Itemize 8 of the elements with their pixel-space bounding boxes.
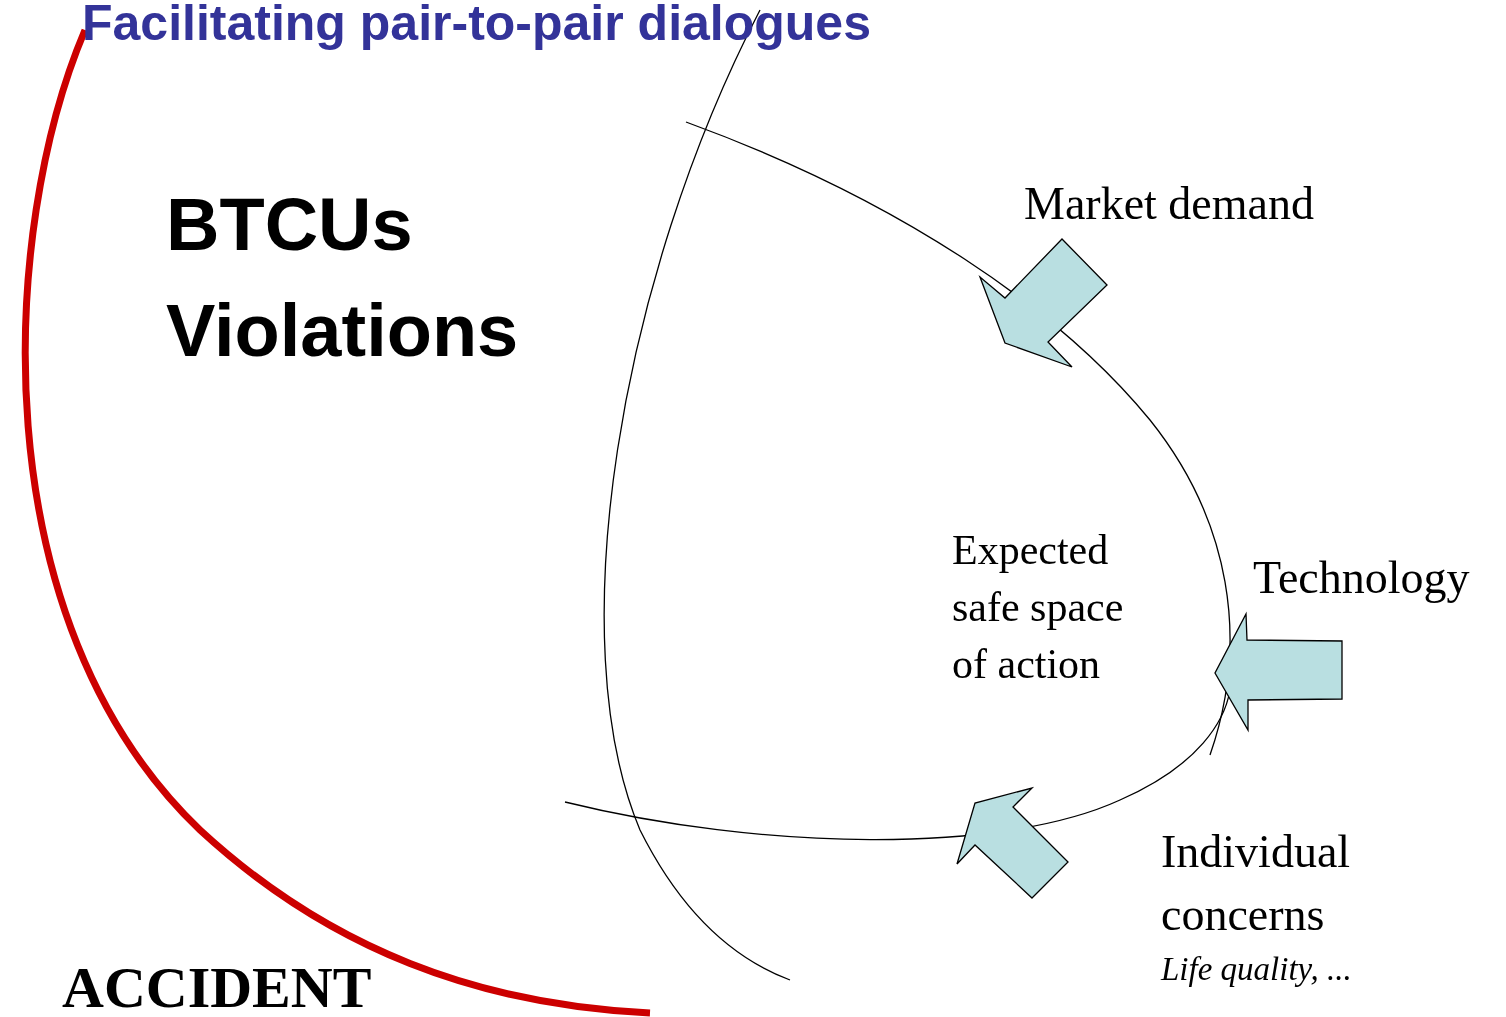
heading-text: BTCUs bbox=[166, 182, 413, 268]
force-label: Individual concerns bbox=[1161, 825, 1352, 942]
force-label: Technology bbox=[1253, 551, 1470, 605]
outcome-label: ACCIDENT bbox=[62, 955, 372, 1017]
example-note: Life quality, ... bbox=[1161, 950, 1352, 989]
force-label: Market demand bbox=[1024, 177, 1314, 231]
region-label: Expected safe space of action bbox=[952, 526, 1125, 689]
heading-text: Violations bbox=[166, 288, 519, 374]
